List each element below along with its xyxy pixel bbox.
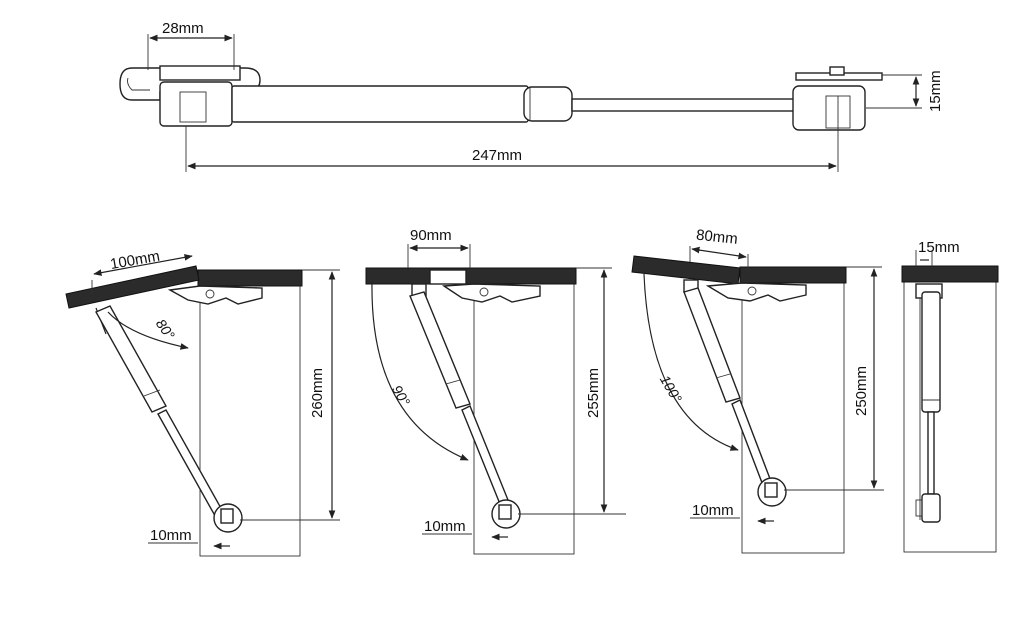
view-80-degree: 80° 100mm 260mm 10mm xyxy=(65,248,340,557)
opening-width-90-label: 90mm xyxy=(410,227,452,244)
offset-10-label-1: 10mm xyxy=(150,527,192,544)
opening-width-80-label: 100mm xyxy=(109,248,161,273)
strut-top-view: 28mm 247mm 15mm xyxy=(119,20,944,172)
total-length-label: 247mm xyxy=(472,147,522,164)
angle-80-label: 80° xyxy=(153,316,178,343)
offset-10-label-3: 10mm xyxy=(692,502,734,519)
angle-90-label: 90° xyxy=(389,382,414,409)
depth-260-label: 260mm xyxy=(309,368,326,418)
depth-250-label: 250mm xyxy=(853,366,870,416)
bracket-width-label: 28mm xyxy=(162,20,204,37)
side-view: 15mm xyxy=(901,239,999,553)
depth-255-label: 255mm xyxy=(585,368,602,418)
side-thickness-label: 15mm xyxy=(918,239,960,256)
view-90-degree: 90° 90mm 255mm 10mm xyxy=(365,227,626,555)
opening-width-80-label: 80mm xyxy=(695,227,738,248)
offset-10-label-2: 10mm xyxy=(424,518,466,535)
view-100-degree: 100° 80mm 250mm 10mm xyxy=(631,227,884,554)
angle-100-label: 100° xyxy=(657,372,686,405)
height-label: 15mm xyxy=(927,70,944,112)
